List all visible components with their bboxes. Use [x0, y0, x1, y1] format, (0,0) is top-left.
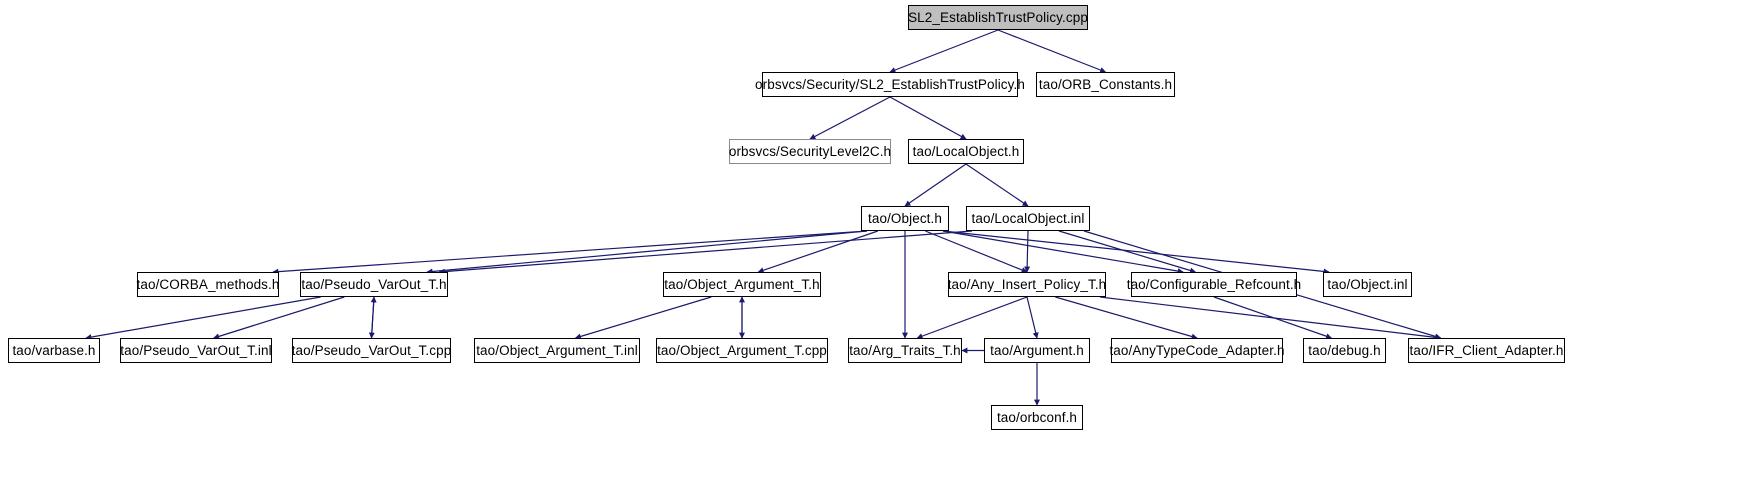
graph-edge [438, 230, 973, 275]
graph-node[interactable]: tao/Pseudo_VarOut_T.inl [120, 338, 272, 363]
graph-edge [574, 296, 712, 340]
graph-edge [85, 296, 321, 341]
graph-edge [809, 96, 891, 140]
graph-edge [889, 29, 999, 73]
graph-edge [426, 230, 868, 275]
graph-edge [1055, 296, 1198, 340]
graph-edge [1024, 230, 1031, 273]
graph-node[interactable]: orbsvcs/SecurityLevel2C.h [729, 139, 891, 164]
graph-node[interactable]: tao/Object_Argument_T.h [663, 272, 821, 297]
graph-node[interactable]: tao/LocalObject.h [908, 139, 1024, 164]
graph-edge [757, 230, 879, 274]
graph-edge [1026, 296, 1039, 339]
graph-edge [942, 230, 1330, 275]
graph-node[interactable]: orbsvcs/Security/SL2_EstablishTrustPolic… [755, 72, 1025, 97]
graph-edge [965, 163, 1029, 207]
graph-node[interactable]: tao/Object_Argument_T.cpp [656, 338, 828, 363]
graph-edge [889, 96, 967, 140]
graph-node[interactable]: tao/Any_Insert_Policy_T.h [948, 272, 1106, 297]
graph-edge [1058, 230, 1196, 274]
graph-node[interactable]: SL2_EstablishTrustPolicy.cpp [908, 5, 1088, 30]
graph-node[interactable]: tao/CORBA_methods.h [137, 272, 279, 297]
graph-node[interactable]: tao/Configurable_Refcount.h [1127, 272, 1301, 297]
graph-node[interactable]: tao/debug.h [1303, 338, 1386, 363]
graph-node[interactable]: tao/Object_Argument_T.inl [474, 338, 640, 363]
graph-node[interactable]: tao/ORB_Constants.h [1036, 72, 1175, 97]
graph-node[interactable]: tao/Argument.h [984, 338, 1090, 363]
graph-node[interactable]: tao/orbconf.h [991, 405, 1083, 430]
graph-node[interactable]: tao/Pseudo_VarOut_T.h [300, 272, 448, 297]
graph-edge [1099, 296, 1442, 341]
graph-edge [925, 230, 1028, 273]
graph-edge [368, 296, 375, 339]
graph-edge [997, 29, 1107, 73]
graph-node[interactable]: tao/Object.h [861, 206, 949, 231]
graph-edge [942, 230, 1184, 275]
graph-node[interactable]: tao/LocalObject.inl [966, 206, 1090, 231]
graph-node[interactable]: tao/Pseudo_VarOut_T.cpp [292, 338, 451, 363]
graph-edge [916, 296, 1028, 339]
graph-node[interactable]: tao/Object.inl [1323, 272, 1412, 297]
graph-node[interactable]: tao/varbase.h [8, 338, 100, 363]
graph-node[interactable]: tao/AnyTypeCode_Adapter.h [1109, 338, 1284, 363]
graph-node[interactable]: tao/Arg_Traits_T.h [848, 338, 962, 363]
graph-edge [904, 163, 967, 207]
graph-edge [370, 296, 377, 339]
graph-node[interactable]: tao/IFR_Client_Adapter.h [1408, 338, 1565, 363]
graph-edge [213, 296, 345, 340]
graph-edge [272, 230, 868, 275]
graph-edge [1213, 296, 1333, 340]
